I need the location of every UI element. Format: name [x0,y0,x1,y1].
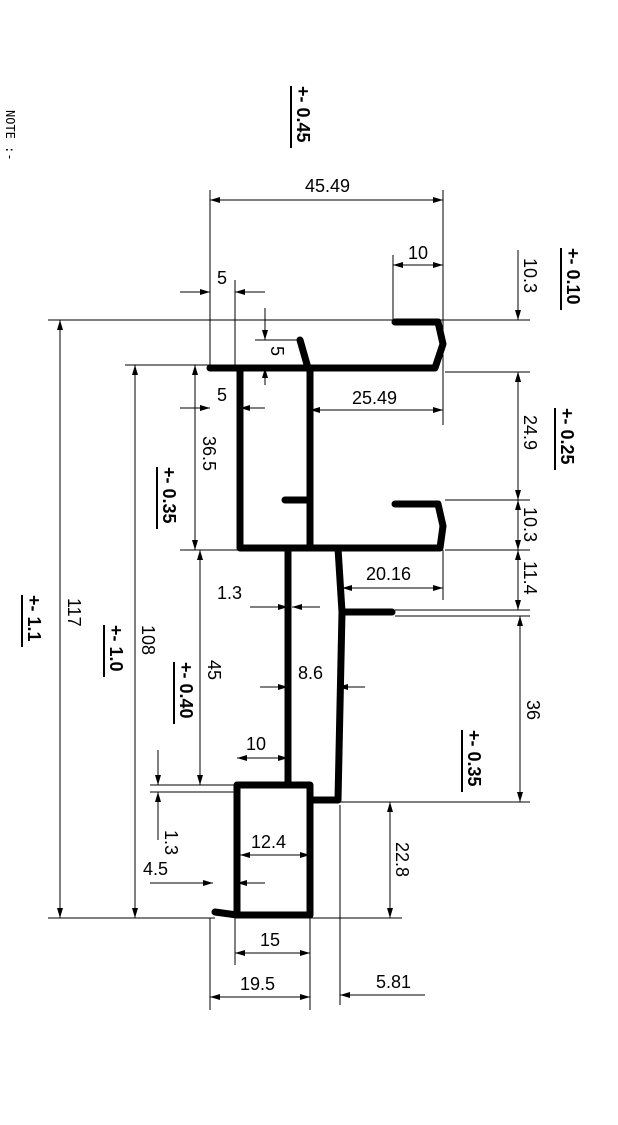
dim-36: 36 [523,700,543,720]
dim-24-9: 24.9 [520,415,540,450]
dim-4-5: 4.5 [143,859,168,879]
tolerance-0-35-right: +- 0.35 [464,730,484,787]
dimension-labels: 45.49 10 5 5 25.49 20.16 1.3 8.6 10 12.4… [64,176,543,994]
dim-5-b: 5 [267,346,287,356]
dim-10-bot: 10 [246,734,266,754]
dimension-lines [48,190,530,1010]
dim-10-3-mid: 10.3 [520,507,540,542]
dim-36-5: 36.5 [199,436,219,471]
aluminium-profile [206,318,447,919]
dim-1-3-b: 1.3 [161,830,181,855]
dim-5-81: 5.81 [376,972,411,992]
dim-12-4: 12.4 [251,832,286,852]
tolerance-0-10: +- 0.10 [563,248,583,305]
dim-20-16: 20.16 [366,564,411,584]
dim-8-6: 8.6 [298,663,323,683]
dim-19-5: 19.5 [240,974,275,994]
dim-5-a: 5 [217,268,227,288]
dim-22-8: 22.8 [392,842,412,877]
tolerance-1-1: +- 1.1 [24,595,44,642]
dim-10-3-top: 10.3 [520,258,540,293]
tolerance-labels: +- 0.45 +- 0.10 +- 0.25 +- 0.35 +- 1.1 +… [21,86,583,792]
dim-45: 45 [204,660,224,680]
tolerance-0-35-left: +- 0.35 [159,467,179,524]
dim-1-3-a: 1.3 [217,583,242,603]
tolerance-1-0: +- 1.0 [106,625,126,672]
tolerance-0-25: +- 0.25 [557,408,577,465]
dim-10-top: 10 [408,243,428,263]
dim-15: 15 [260,930,280,950]
dim-45-49: 45.49 [305,176,350,196]
dim-108: 108 [138,625,158,655]
dim-25-49: 25.49 [352,388,397,408]
note-label: NOTE :- [3,110,17,161]
tolerance-0-40: +- 0.40 [176,662,196,719]
tolerance-top: +- 0.45 [293,86,313,143]
dim-11-4: 11.4 [520,561,540,595]
dim-5-c: 5 [217,385,227,405]
dim-117: 117 [64,598,84,627]
